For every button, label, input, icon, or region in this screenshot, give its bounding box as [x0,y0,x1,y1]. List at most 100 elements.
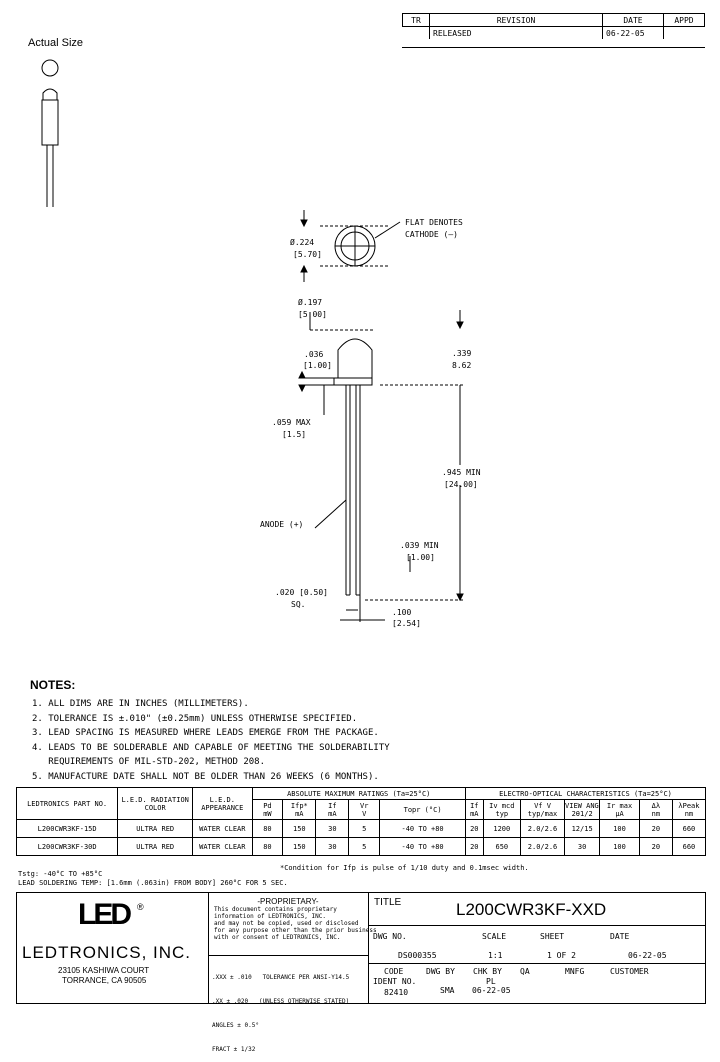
dim-spacing-in: .100 [392,608,412,617]
dwg-no-label: DWG NO. [373,932,407,941]
dim-lens-in: Ø.197 [298,298,323,307]
spec-cell: 2.0/2.6 [520,837,566,856]
title-block [16,892,706,1004]
qa-label: QA [520,967,530,976]
dim-flange-mm: [1.00] [303,361,332,370]
scale-value: 1:1 [488,951,503,960]
divider [368,925,706,926]
dwg-by-value: SMA [440,986,455,995]
spec-header-appearance: L.E.D. APPEARANCE [192,787,253,820]
date-value: 06-22-05 [628,951,667,960]
code-label-2: IDENT NO. [373,977,417,986]
divider [368,892,369,1004]
divider [208,955,368,956]
address-line-2: TORRANCE, CA 90505 [62,976,147,985]
code-label-1: CODE [384,967,404,976]
dim-lead-sq-note: SQ. [291,600,306,609]
spec-cell: L200CWR3KF-30D [15,837,119,856]
dim-max-mm: [1.5] [282,430,307,439]
proprietary-text: This document contains proprietary infor… [214,906,377,941]
actual-size-led-icon [41,59,59,207]
spec-footnote: *Condition for Ifp is pulse of 1/10 duty… [280,864,529,872]
spec-cell: 20 [465,837,484,856]
rev-header-date: DATE [602,13,664,27]
spec-subheader: Topr (°C) [379,799,466,820]
spec-cell: 30 [315,837,350,856]
divider [208,892,209,1004]
flat-note-1: FLAT DENOTES [405,218,463,227]
rev-header-revision: REVISION [429,13,603,27]
sheet-value: 1 OF 2 [547,951,576,960]
dim-max-in: .059 MAX [272,418,311,427]
dim-height-in: .339 [452,349,472,358]
anode-label: ANODE (+) [260,520,304,529]
revision-underline [402,47,705,48]
spec-cell: 1200 [482,819,522,838]
spec-header-eo: ELECTRO-OPTICAL CHARACTERISTICS (Ta=25°C… [465,787,706,800]
spec-header-part: LEDTRONICS PART NO. [15,787,119,820]
registered-mark: ® [137,902,144,912]
spec-table: LEDTRONICS PART NO. L.E.D. RADIATION COL… [15,787,707,856]
spec-cell: 660 [671,819,707,838]
company-name: LEDTRONICS, INC. [22,943,192,962]
spec-cell: 12/15 [564,819,601,838]
chk-by-label: CHK BY [473,967,502,976]
dim-flange-in: .036 [304,350,324,359]
rev-cell-revision: RELEASED [429,26,603,39]
notes-title: NOTES: [30,678,76,692]
mnfg-label: MNFG [565,967,585,976]
rev-header-tr: TR [402,13,430,27]
spec-cell: 150 [282,837,317,856]
dwg-by-label: DWG BY [426,967,455,976]
spec-subheader: VIEW ANGLE2θ1/2 [564,799,601,820]
spec-cell: WATER CLEAR [192,819,253,838]
dim-lead-len-in: .945 MIN [442,468,481,477]
revision-table: TR REVISION DATE APPD RELEASED 06-22-05 [402,13,705,39]
spec-cell: 100 [599,819,640,838]
address-line-1: 23105 KASHIWA COURT [58,966,150,975]
spec-cell: 20 [638,819,673,838]
divider [368,963,706,964]
spec-header-color: L.E.D. RADIATION COLOR [117,787,194,820]
note-item: 3. LEAD SPACING IS MEASURED WHERE LEADS … [32,728,379,738]
note-item: 4. LEADS TO BE SOLDERABLE AND CAPABLE OF… [32,742,390,753]
code-value: 82410 [384,988,409,997]
chk-date: 06-22-05 [472,986,511,995]
tolerance-text: .XXX ± .010 TOLERANCE PER ANSI-Y14.5 .XX… [212,974,350,1053]
spec-cell: WATER CLEAR [192,837,253,856]
note-item: 1. ALL DIMS ARE IN INCHES (MILLIMETERS). [32,699,249,709]
dim-spacing-mm: [2.54] [392,619,421,628]
ledtronics-logo: LED [78,898,132,931]
customer-label: CUSTOMER [610,967,649,976]
spec-cell: -40 TO +80 [379,837,466,856]
date-label: DATE [610,932,630,941]
title-label: TITLE [374,897,402,908]
spec-cell: 80 [251,819,284,838]
dim-lens-mm: [5.00] [298,310,327,319]
note-item: 2. TOLERANCE IS ±.010" (±0.25mm) UNLESS … [32,713,358,724]
spec-cell: ULTRA RED [117,819,194,838]
spec-cell: -40 TO +80 [379,819,466,838]
dim-min-in: .039 MIN [400,541,439,550]
dim-lead-sq-in: .020 [0.50] [275,588,328,597]
spec-cell: 660 [671,837,707,856]
spec-cell: 20 [465,819,484,838]
note-item: REQUIREMENTS OF MIL-STD-202, METHOD 208. [32,757,265,767]
sheet-label: SHEET [540,932,565,941]
spec-cell: ULTRA RED [117,837,194,856]
spec-cell: 30 [315,819,350,838]
table-row: L200CWR3KF-15D ULTRA RED WATER CLEAR 80 … [15,819,707,838]
title-value: L200CWR3KF-XXD [456,900,607,919]
rev-cell-tr [402,26,430,39]
proprietary-title: -PROPRIETARY- [257,897,319,906]
rev-cell-appd [663,26,705,39]
chk-by-value: PL [486,977,496,986]
table-row: L200CWR3KF-30D ULTRA RED WATER CLEAR 80 … [15,837,707,856]
tstg-note: Tstg: -40°C TO +85°C [18,870,103,878]
